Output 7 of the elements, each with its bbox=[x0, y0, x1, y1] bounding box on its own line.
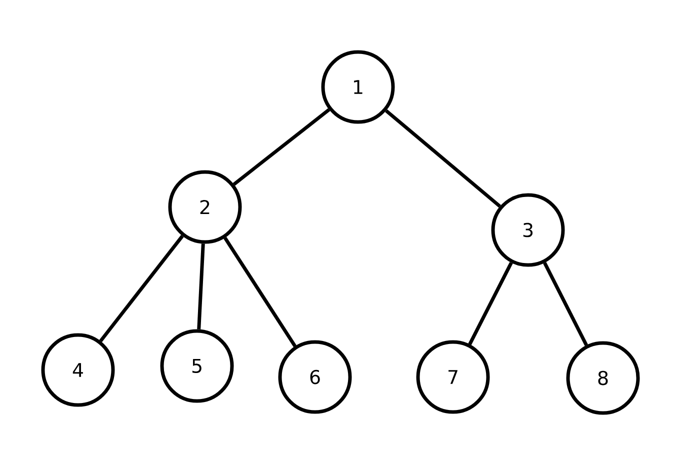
tree-edge bbox=[385, 109, 502, 208]
tree-edge bbox=[468, 262, 513, 346]
tree-edge bbox=[232, 108, 330, 186]
tree-edge bbox=[543, 262, 588, 346]
tree-edge bbox=[99, 234, 184, 342]
tree-edge bbox=[197, 244, 205, 330]
tree-edge bbox=[224, 236, 296, 348]
